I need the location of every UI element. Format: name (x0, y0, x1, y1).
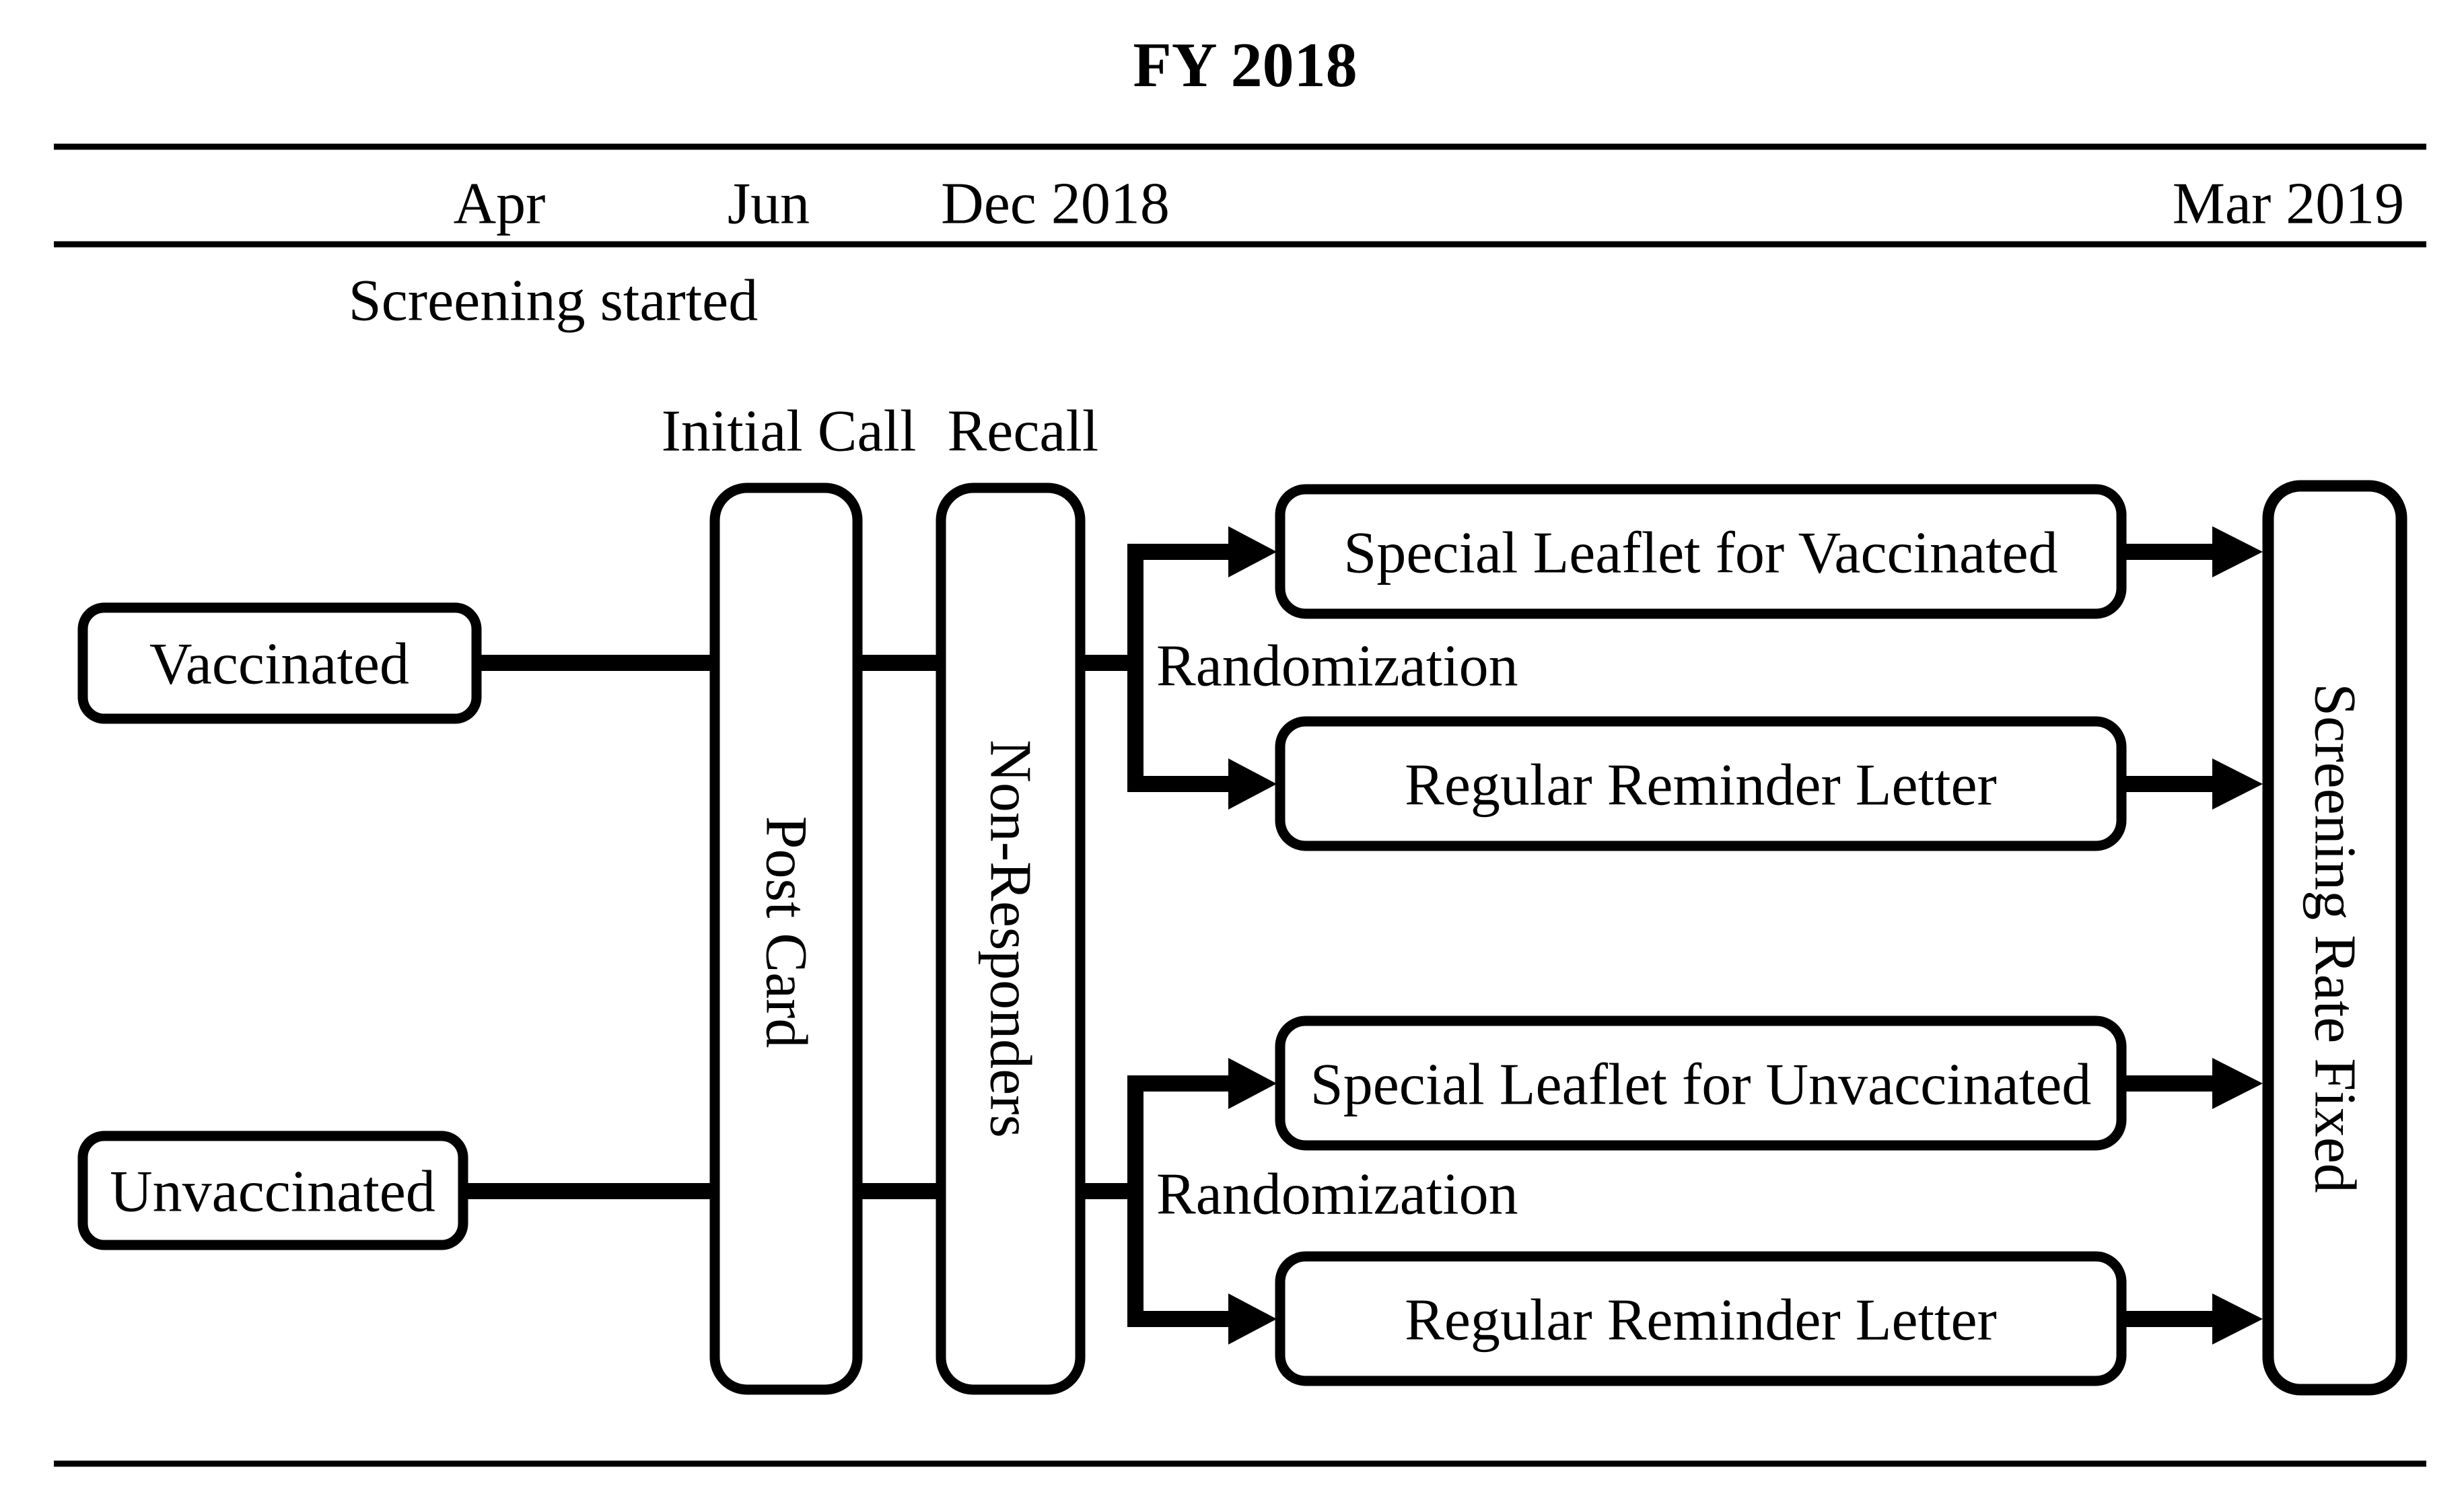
screening-started-note: Screening started (349, 269, 758, 334)
non-responders-box (936, 483, 1086, 1395)
non-responders-box-label: Non-Responders (978, 740, 1043, 1137)
unvaccinated-box-label: Unvaccinated (110, 1160, 435, 1225)
screening-rate-fixed-box-label: Screening Rate Fixed (2302, 683, 2368, 1193)
month-label-apr: Apr (454, 172, 546, 237)
arrow-to-special-leaflet-unvaccinated (1228, 1058, 1277, 1109)
regular-letter-vaccinated-box (1275, 716, 2127, 851)
month-label-dec-2018: Dec 2018 (941, 172, 1170, 237)
arrow-to-regular-letter-vaccinated (1228, 758, 1277, 810)
unvaccinated-box (77, 1131, 468, 1250)
vaccinated-box (77, 602, 482, 724)
regular-letter-unvaccinated-box (1275, 1251, 2127, 1386)
arrow-into-outcome-4 (2212, 1293, 2263, 1345)
arrow-into-outcome-2 (2212, 758, 2263, 810)
month-label-mar-2019: Mar 2019 (2173, 172, 2405, 237)
vaccinated-box-label: Vaccinated (149, 632, 409, 697)
post-card-box (709, 483, 863, 1395)
regular-letter-vaccinated-label: Regular Reminder Letter (1405, 753, 1997, 818)
figure-title: FY 2018 (1133, 30, 1357, 100)
special-leaflet-unvaccinated-label: Special Leaflet for Unvaccinated (1310, 1053, 2092, 1118)
arrow-into-outcome-1 (2212, 526, 2263, 577)
arrow-to-special-leaflet-vaccinated (1228, 526, 1277, 577)
arrow-into-outcome-3 (2212, 1058, 2263, 1109)
special-leaflet-unvaccinated-box (1275, 1015, 2127, 1151)
screening-rate-fixed-box (2262, 480, 2407, 1396)
special-leaflet-vaccinated-label: Special Leaflet for Vaccinated (1343, 521, 2057, 586)
initial-call-annotation: Initial Call (662, 399, 917, 464)
regular-letter-unvaccinated-label: Regular Reminder Letter (1405, 1288, 1997, 1353)
recall-annotation: Recall (948, 399, 1099, 464)
arrow-to-regular-letter-unvaccinated (1228, 1293, 1277, 1345)
special-leaflet-vaccinated-box (1275, 484, 2127, 619)
post-card-box-label: Post Card (754, 816, 819, 1048)
randomization-label-top: Randomization (1156, 634, 1518, 699)
randomization-label-bottom: Randomization (1156, 1162, 1518, 1227)
month-label-jun: Jun (728, 172, 810, 237)
